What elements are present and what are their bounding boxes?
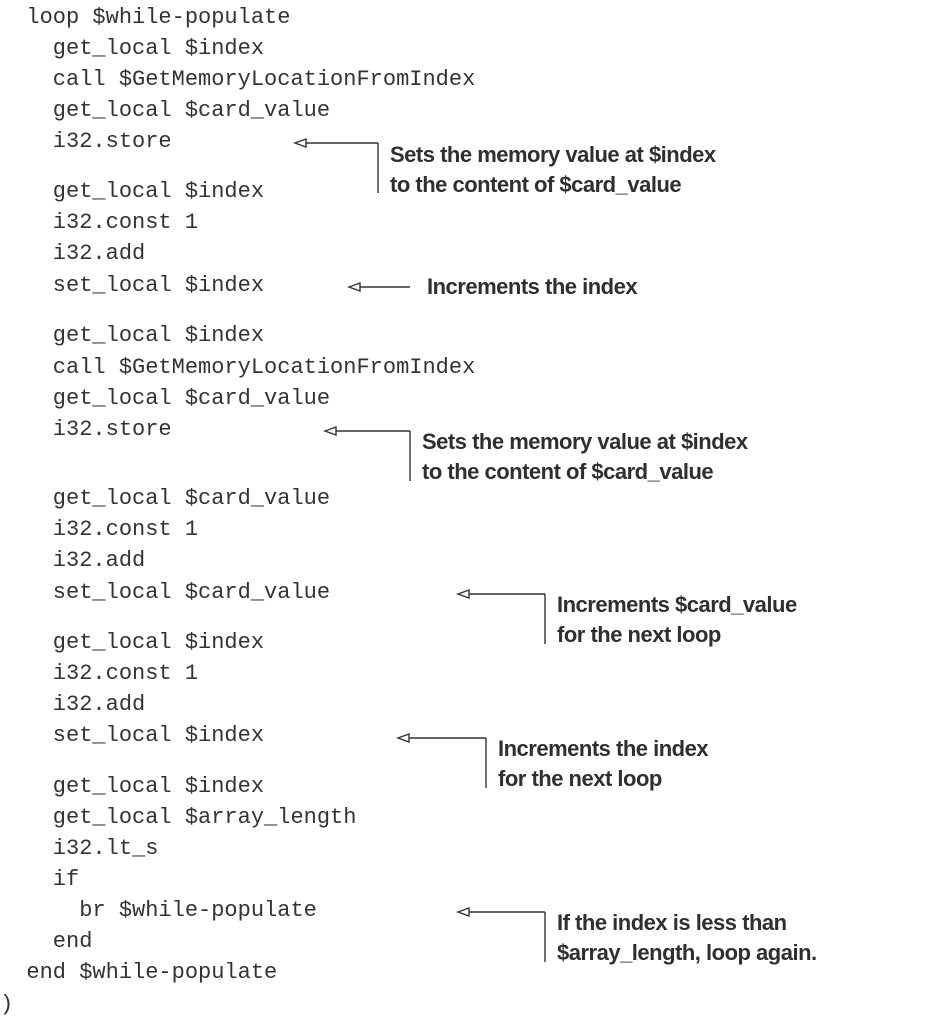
code-line: get_local $index	[0, 774, 265, 799]
annotation-line: to the content of $card_value	[390, 172, 682, 197]
code-line: end	[0, 929, 93, 954]
code-line: call $GetMemoryLocationFromIndex	[0, 67, 476, 92]
code-line: set_local $index	[0, 273, 265, 298]
code-line: get_local $index	[0, 323, 265, 348]
code-line: get_local $index	[0, 630, 265, 655]
code-line: i32.add	[0, 548, 146, 573]
code-line: loop $while-populate	[0, 5, 291, 30]
code-line: i32.const 1	[0, 661, 199, 686]
annotation-line: If the index is less than	[557, 910, 787, 935]
annotation-line: Sets the memory value at $index	[422, 429, 748, 454]
code-line: i32.const 1	[0, 517, 199, 542]
code-line: get_local $card_value	[0, 486, 331, 511]
code-line: i32.add	[0, 692, 146, 717]
annotation-line: Sets the memory value at $index	[390, 142, 716, 167]
code-line: if	[0, 867, 80, 892]
code-line: get_local $index	[0, 179, 265, 204]
code-line: end $while-populate	[0, 960, 278, 985]
callout-arrow-store-2	[322, 426, 411, 481]
code-line: )	[0, 992, 14, 1017]
annotation-line: for the next loop	[557, 622, 721, 647]
annotation-line: $array_length, loop again.	[557, 940, 817, 965]
annotation-increment-card-value: Increments $card_value for the next loop	[557, 590, 797, 650]
callout-arrow-loop-again	[455, 907, 546, 962]
annotation-line: Increments the index	[427, 274, 638, 299]
code-line: i32.const 1	[0, 210, 199, 235]
code-line: i32.store	[0, 129, 172, 154]
code-line: get_local $array_length	[0, 805, 357, 830]
annotation-store-1: Sets the memory value at $index to the c…	[390, 140, 716, 200]
annotation-line: Increments $card_value	[557, 592, 797, 617]
code-line: set_local $index	[0, 723, 265, 748]
annotation-increment-index-next: Increments the index for the next loop	[498, 734, 709, 794]
code-line: get_local $card_value	[0, 98, 331, 123]
annotation-line: for the next loop	[498, 766, 662, 791]
code-line: i32.lt_s	[0, 836, 159, 861]
annotation-loop-again: If the index is less than $array_length,…	[557, 908, 817, 968]
callout-arrow-increment-index-next	[395, 733, 487, 788]
annotation-line: to the content of $card_value	[422, 459, 714, 484]
annotation-store-2: Sets the memory value at $index to the c…	[422, 427, 748, 487]
callout-arrow-store-1	[292, 138, 379, 193]
code-line: br $while-populate	[0, 898, 317, 923]
code-line: set_local $card_value	[0, 580, 331, 605]
annotation-increment-index: Increments the index	[427, 272, 638, 302]
callout-arrow-increment-index	[346, 282, 410, 292]
code-line: call $GetMemoryLocationFromIndex	[0, 355, 476, 380]
code-line: i32.add	[0, 241, 146, 266]
code-line: get_local $index	[0, 36, 265, 61]
code-line: i32.store	[0, 417, 172, 442]
code-line: get_local $card_value	[0, 386, 331, 411]
annotation-line: Increments the index	[498, 736, 709, 761]
callout-arrow-increment-card-value	[455, 589, 546, 644]
